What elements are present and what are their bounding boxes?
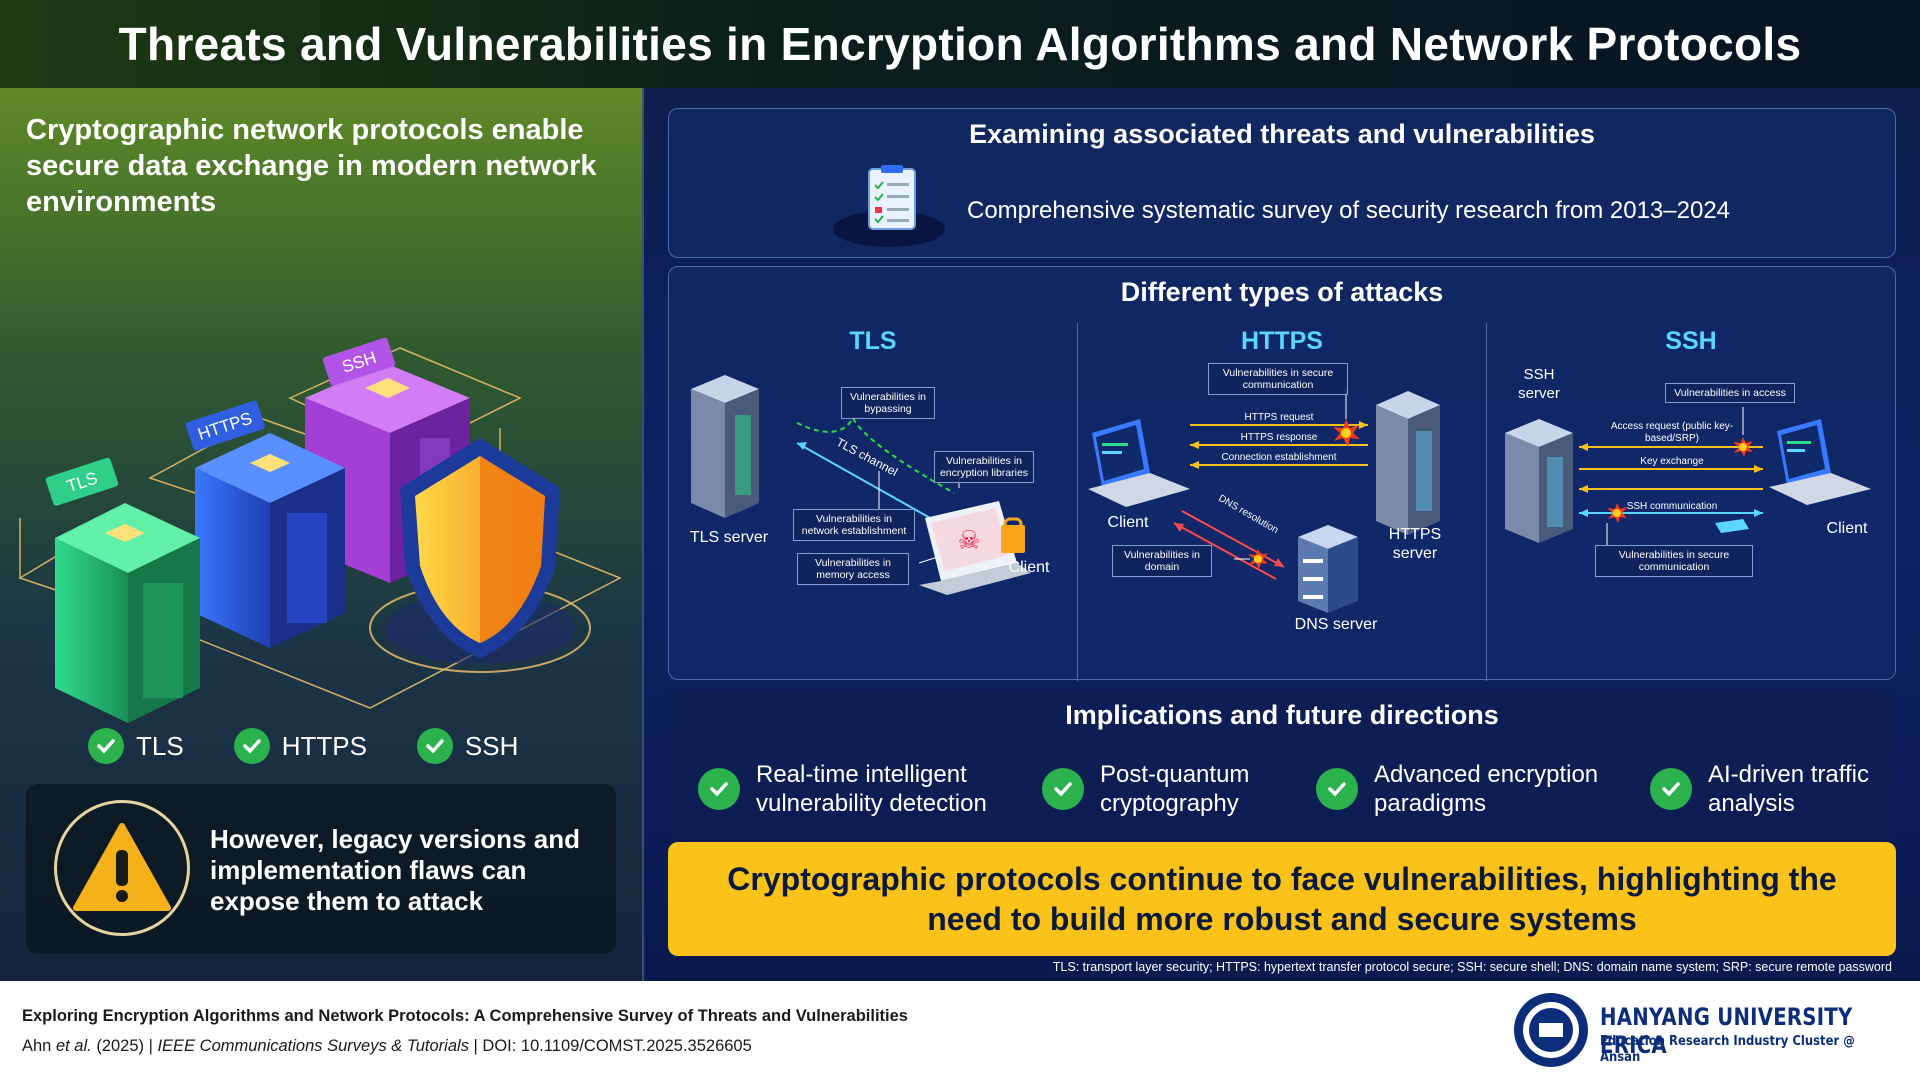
ssh-vuln-secure: Vulnerabilities in secure communication xyxy=(1595,545,1753,577)
clipboard-icon xyxy=(833,165,945,247)
explosion-icon xyxy=(1607,503,1627,523)
tls-server-label: TLS server xyxy=(689,529,769,546)
examining-title: Examining associated threats and vulnera… xyxy=(969,119,1595,149)
ssh-column: SSH SSH server Client Vulnerabilities in… xyxy=(1487,323,1895,681)
explosion-icon xyxy=(1733,437,1753,457)
warning-icon xyxy=(54,800,190,936)
access-request-label: Access request (public key-based/SRP) xyxy=(1610,421,1734,444)
abbreviations: TLS: transport layer security; HTTPS: hy… xyxy=(1052,960,1892,974)
survey-text: Comprehensive systematic survey of secur… xyxy=(967,197,1731,224)
implication-item: AI-driven traffic analysis xyxy=(1650,760,1878,818)
https-vuln-secure: Vulnerabilities in secure communication xyxy=(1208,363,1348,395)
attacks-panel: Different types of attacks TLS ☠ TLS ser… xyxy=(668,266,1896,681)
ssh-vuln-access: Vulnerabilities in access xyxy=(1665,383,1795,403)
tls-vuln-bypassing: Vulnerabilities in bypassing xyxy=(841,387,935,419)
university-cluster: Education Research Industry Cluster @ An… xyxy=(1600,1033,1855,1065)
paper-title: Exploring Encryption Algorithms and Netw… xyxy=(22,1007,908,1025)
citation: Ahn et al. (2025) | IEEE Communications … xyxy=(22,1037,752,1055)
ssh-title: SSH xyxy=(1665,327,1717,355)
https-vuln-domain: Vulnerabilities in domain xyxy=(1112,545,1212,577)
tls-vuln-memory: Vulnerabilities in memory access xyxy=(797,553,909,585)
https-response-label: HTTPS response xyxy=(1240,432,1318,443)
warning-box: However, legacy versions and implementat… xyxy=(26,784,616,954)
examining-panel: Examining associated threats and vulnera… xyxy=(668,108,1896,258)
left-panel: Cryptographic network protocols enable s… xyxy=(0,88,642,981)
intro-text: Cryptographic network protocols enable s… xyxy=(26,114,597,218)
https-diagram xyxy=(1088,389,1440,613)
https-request-label: HTTPS request xyxy=(1244,412,1314,423)
tls-column: TLS ☠ TLS server Client TLS channel Vuln… xyxy=(669,323,1078,681)
implications-title: Implications and future directions xyxy=(1065,700,1499,730)
tls-vuln-network: Vulnerabilities in network establishment xyxy=(793,509,915,541)
https-server-label: HTTPS server xyxy=(1388,526,1442,562)
university-name: HANYANG UNIVERSITY ERICA xyxy=(1600,1003,1853,1059)
https-column: HTTPS Client HTTPS server DNS server Vul… xyxy=(1078,323,1487,681)
ssh-client-label: Client xyxy=(1826,520,1868,537)
implication-item: Post-quantum cryptography xyxy=(1042,760,1270,818)
https-client-label: Client xyxy=(1107,514,1149,531)
check-item-ssh: SSH xyxy=(416,728,518,764)
server-illustration: TLS HTTPS SSH xyxy=(18,337,622,723)
https-title: HTTPS xyxy=(1241,327,1323,355)
tls-client-label: Client xyxy=(1008,559,1050,576)
check-icon xyxy=(416,728,453,764)
explosion-icon xyxy=(1333,419,1360,447)
check-item-tls: TLS xyxy=(88,728,184,764)
protocol-checklist: TLS HTTPS SSH xyxy=(88,728,608,764)
conclusion-text: Cryptographic protocols continue to face… xyxy=(727,861,1837,937)
ssh-server-label: SSH server xyxy=(1518,366,1560,402)
key-exchange-label: Key exchange xyxy=(1640,456,1704,467)
implications-panel: Implications and future directions Real-… xyxy=(668,690,1896,838)
page-title: Threats and Vulnerabilities in Encryptio… xyxy=(118,18,1802,70)
implication-item: Real-time intelligent vulnerability dete… xyxy=(698,760,996,818)
header: Threats and Vulnerabilities in Encryptio… xyxy=(0,0,1920,88)
connection-label: Connection establishment xyxy=(1221,452,1337,463)
check-icon xyxy=(698,768,740,810)
tls-vuln-libraries: Vulnerabilities in encryption libraries xyxy=(934,451,1034,483)
university-seal-icon xyxy=(1514,993,1588,1067)
conclusion-banner: Cryptographic protocols continue to face… xyxy=(668,842,1896,956)
explosion-icon xyxy=(1248,549,1268,569)
warning-text: However, legacy versions and implementat… xyxy=(210,824,580,916)
ssh-comm-label: SSH communication xyxy=(1626,501,1718,512)
implication-item: Advanced encryption paradigms xyxy=(1316,760,1604,818)
check-item-https: HTTPS xyxy=(233,728,367,764)
tls-diagram: ☠ xyxy=(691,375,1031,595)
dns-server-label: DNS server xyxy=(1294,616,1378,633)
ssh-diagram xyxy=(1505,407,1871,545)
skull-icon: ☠ xyxy=(957,526,980,556)
footer: Exploring Encryption Algorithms and Netw… xyxy=(0,981,1920,1080)
attacks-title: Different types of attacks xyxy=(1120,277,1444,307)
check-icon xyxy=(233,728,270,764)
check-icon xyxy=(1316,768,1358,810)
check-icon xyxy=(88,728,124,764)
check-icon xyxy=(1650,768,1692,810)
check-icon xyxy=(1042,768,1084,810)
tls-title: TLS xyxy=(849,327,897,355)
